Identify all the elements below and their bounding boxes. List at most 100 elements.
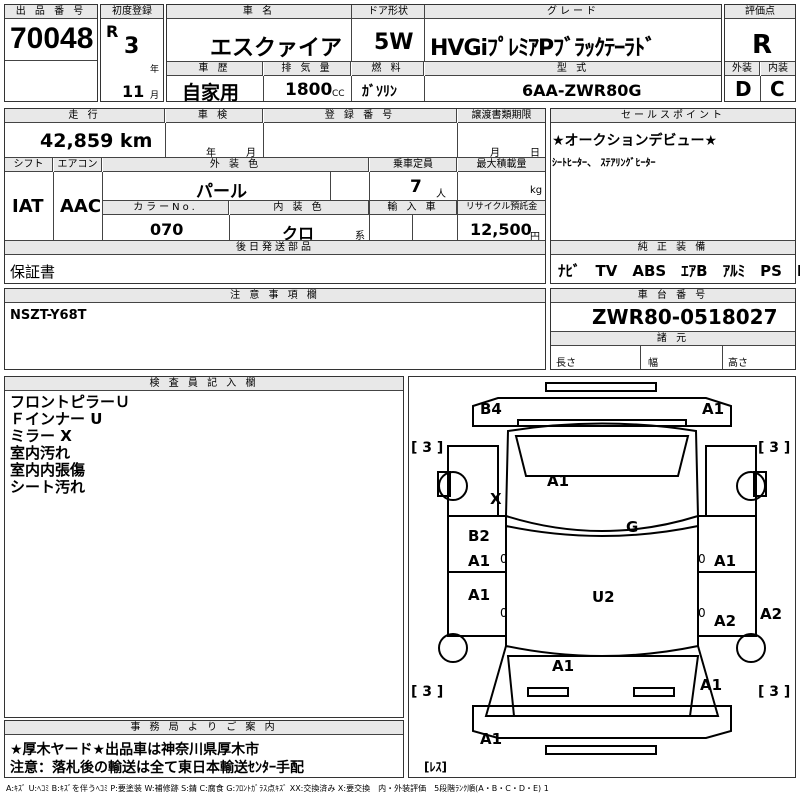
inspection-month: 月 (246, 148, 256, 159)
fuel-label: 燃 料 (352, 62, 424, 76)
mileage-label: 走 行 (5, 109, 165, 123)
divider (330, 172, 331, 200)
marker-a2-r: A2 (714, 612, 737, 630)
marker-a1-hood: A1 (547, 472, 570, 490)
marker-zero: 0 (698, 552, 706, 566)
marker-a1-lf: A1 (468, 552, 491, 570)
shift-label: シフト (5, 158, 53, 172)
exterior-label: 外装 (725, 62, 760, 76)
inspector-line: フロントピラーＵ (10, 393, 131, 411)
marker-zero: 0 (500, 606, 508, 620)
divider (551, 240, 795, 241)
inspector-line: シート汚れ (10, 478, 86, 496)
marker-g: G (626, 518, 639, 536)
later-item: 保証書 (10, 263, 56, 281)
displacement-label: 排 気 量 (264, 62, 351, 76)
mileage: 42,859 km (40, 130, 153, 152)
transfer-month: 月 (490, 148, 500, 159)
specs-label: 諸 元 (551, 332, 795, 346)
fuel: ｶﾞｿﾘﾝ (362, 84, 397, 100)
tire-fl: [ 3 ] (411, 440, 444, 456)
divider (457, 123, 458, 157)
inspection-label: 車 検 (166, 109, 263, 123)
int-color-label: 内 装 色 (230, 201, 369, 215)
marker-zero: 0 (698, 606, 706, 620)
history-label: 車 歴 (167, 62, 263, 76)
era: R (106, 22, 119, 41)
recycle-unit: 円 (530, 232, 540, 243)
recycle: 12,500 (470, 220, 532, 239)
reg-year: 3 (124, 34, 140, 59)
grade: HVGiﾌﾟﾚﾐｱPﾌﾞﾗｯｸﾃｰﾗﾄﾞ (430, 36, 656, 61)
capacity: 7 (410, 177, 422, 197)
inspector-notes: フロントピラーＵ Ｆインナー U ミラー X 室内汚れ 室内内張傷 シート汚れ (10, 394, 130, 496)
office-line-2: 注意：落札後の輸送は全て東日本輸送ｾﾝﾀｰ手配 (10, 760, 304, 776)
reg-month: 11 (122, 82, 145, 101)
chassis-number: ZWR80-0518027 (592, 305, 778, 329)
divider (412, 215, 413, 240)
car-name-label: 車 名 (167, 5, 351, 19)
office-box (4, 720, 404, 778)
width-label: 幅 (648, 358, 658, 369)
inspector-label: 検 査 員 記 入 欄 (5, 377, 403, 391)
car-diagram (437, 382, 767, 755)
displacement-unit: CC (332, 89, 345, 99)
int-color: クロ (282, 224, 315, 243)
divider (351, 76, 352, 101)
inspector-line: ミラー X (10, 427, 72, 445)
capacity-unit: 人 (436, 189, 446, 200)
exterior-grade: D (735, 77, 752, 101)
divider (351, 5, 352, 61)
transfer-label: 譲渡書類期限 (458, 109, 545, 123)
length-label: 長さ (556, 358, 576, 369)
office-line-1: ★厚木ヤード★出品車は神奈川県厚木市 (10, 742, 260, 758)
marker-a1-roof: A1 (552, 657, 575, 675)
score-label: 評価点 (725, 5, 795, 19)
marker-a1-bottom: A1 (480, 730, 503, 748)
first-reg-box (100, 4, 164, 102)
legend: A:ｷｽﾞ U:ﾍｺﾐ B:ｷｽﾞを伴うﾍｺﾐ P:要塗装 W:補修跡 S:錆 … (6, 784, 549, 793)
marker-a1-lr: A1 (468, 586, 491, 604)
marker-b4: B4 (480, 400, 502, 418)
tire-rr: [ 3 ] (758, 684, 791, 700)
office-label: 事 務 局 よ り ご 案 内 (5, 721, 403, 735)
recycle-label: リサイクル預託金 (458, 201, 545, 215)
ac: AAC (60, 196, 102, 217)
month-unit: 月 (150, 91, 160, 101)
history: 自家用 (182, 82, 240, 104)
chassis-label: 車 台 番 号 (551, 289, 795, 303)
doors-label: ドア形状 (352, 5, 424, 19)
caution-text: NSZT-Y68T (10, 308, 87, 323)
car-name: エスクァイア (210, 36, 343, 61)
caution-label: 注 意 事 項 欄 (5, 289, 545, 303)
marker-zero: 0 (500, 552, 508, 566)
divider (722, 346, 723, 369)
divider (102, 172, 103, 240)
first-reg-label: 初度登録 (101, 5, 163, 19)
caution-box (4, 288, 546, 370)
later-label: 後日発送部品 (5, 241, 545, 255)
ext-color-label: 外 装 色 (103, 158, 369, 172)
divider (5, 157, 545, 158)
inspector-line: 室内内張傷 (10, 461, 86, 479)
inspector-box (4, 376, 404, 718)
lot-label: 出 品 番 号 (5, 5, 97, 19)
divider (167, 61, 721, 62)
transfer-day: 日 (530, 148, 540, 159)
divider (424, 5, 425, 61)
divider (5, 240, 545, 241)
diagram-box (408, 376, 796, 778)
sales-point-2: ｼｰﾄﾋｰﾀｰ、 ｽﾃｱﾘﾝｸﾞﾋｰﾀｰ (552, 158, 656, 169)
displacement: 1800 (285, 80, 333, 100)
marker-a1-fr: A1 (702, 400, 725, 418)
model: 6AA-ZWR80G (522, 81, 642, 100)
inspector-line: 室内汚れ (10, 444, 71, 462)
int-color-suffix: 系 (355, 231, 365, 242)
lot-number: 70048 (10, 22, 94, 55)
equipment-label: 純 正 装 備 (551, 241, 795, 255)
capacity-label: 乗車定員 (370, 158, 457, 172)
marker-u2: U2 (592, 588, 615, 606)
inspection-year: 年 (206, 148, 216, 159)
lot-divider (5, 60, 97, 61)
car-info-box (166, 4, 722, 102)
